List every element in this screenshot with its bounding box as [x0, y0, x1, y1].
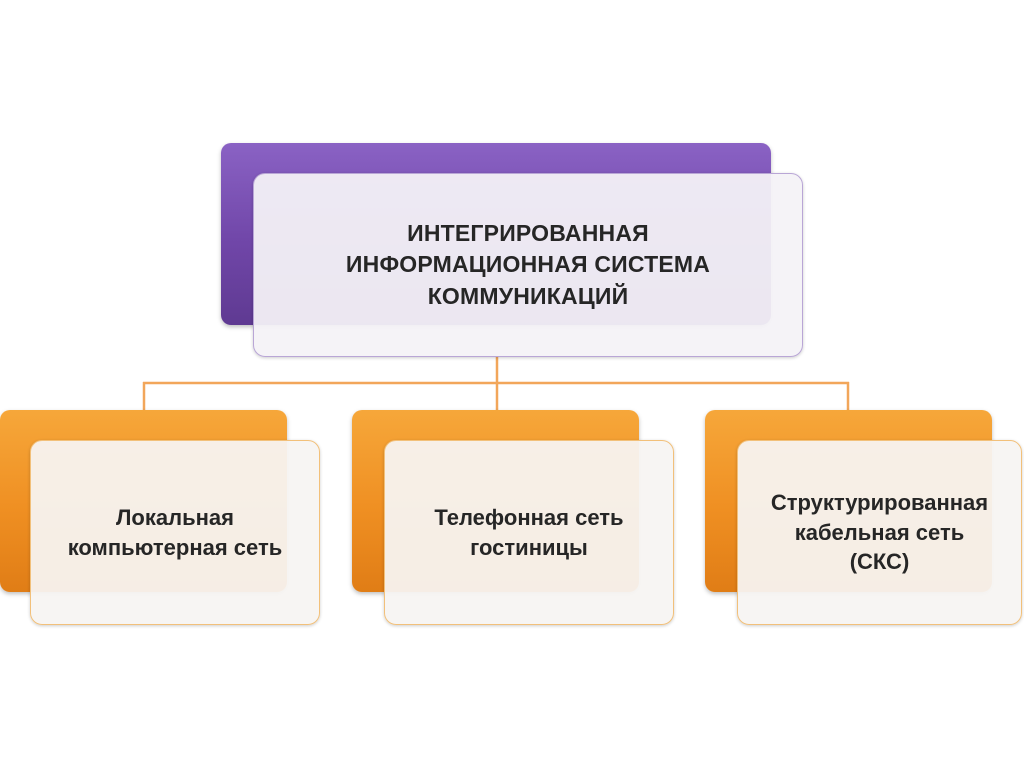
child-node-2: Телефонная сеть гостиницы: [384, 440, 674, 625]
child-node-3-label: Структурированная кабельная сеть (СКС): [770, 489, 989, 575]
root-node-label: ИНТЕГРИРОВАННАЯ ИНФОРМАЦИОННАЯ СИСТЕМА К…: [345, 220, 711, 309]
child-node-2-label: Телефонная сеть гостиницы: [434, 504, 624, 560]
root-node: ИНТЕГРИРОВАННАЯ ИНФОРМАЦИОННАЯ СИСТЕМА К…: [253, 173, 803, 357]
child-node-3: Структурированная кабельная сеть (СКС): [737, 440, 1022, 625]
child-node-1: Локальная компьютерная сеть: [30, 440, 320, 625]
child-node-1-label: Локальная компьютерная сеть: [67, 504, 283, 560]
